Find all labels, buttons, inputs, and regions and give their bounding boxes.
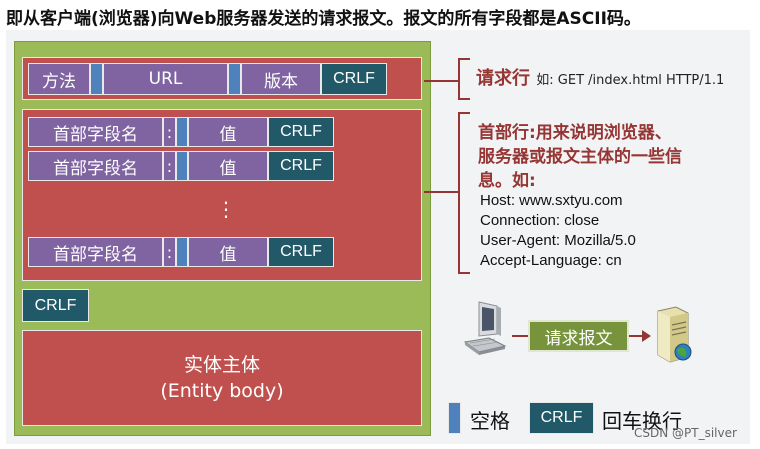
header-field-value: 值 <box>188 151 268 181</box>
request-line-label-text: 请求行 <box>476 68 530 89</box>
header-lines-label-2: 服务器或报文主体的一些信 <box>478 147 682 167</box>
space-marker <box>176 237 188 267</box>
version-field: 版本 <box>241 63 321 95</box>
header-colon: : <box>163 151 176 181</box>
header-field-name: 首部字段名 <box>28 117 163 147</box>
request-line-label: 请求行 如: GET /index.html HTTP/1.1 <box>476 64 724 90</box>
space-marker <box>176 151 188 181</box>
web-server-icon <box>650 305 696 365</box>
entity-body-section: 实体主体 (Entity body) <box>22 330 422 426</box>
header-line-crlf: CRLF <box>268 151 334 181</box>
csdn-watermark: CSDN @PT_silver <box>634 426 737 440</box>
entity-body-title: 实体主体 <box>183 354 260 376</box>
request-line-bracket <box>458 58 470 100</box>
space-marker <box>228 63 241 95</box>
page-title: 即从客户端(浏览器)向Web服务器发送的请求报文。报文的所有字段都是ASCII码… <box>6 9 641 29</box>
entity-body-subtitle: (Entity body) <box>160 380 284 402</box>
header-example-host: Host: www.sxtyu.com <box>480 192 623 209</box>
header-lines-label-1: 首部行:用来说明浏览器、 <box>478 123 672 143</box>
url-field: URL <box>103 63 228 95</box>
header-colon: : <box>163 117 176 147</box>
header-example-connection: Connection: close <box>480 212 600 229</box>
header-field-value: 值 <box>188 237 268 267</box>
blank-line-crlf: CRLF <box>22 289 89 322</box>
header-colon: : <box>163 237 176 267</box>
request-line-crlf: CRLF <box>321 63 387 95</box>
flow-line-left <box>512 335 528 337</box>
header-lines-connector <box>424 191 458 193</box>
ellipsis-dots: ⋮ <box>216 197 236 221</box>
request-line-connector <box>424 80 458 82</box>
header-example-accept-language: Accept-Language: cn <box>480 252 622 269</box>
header-lines-bracket <box>458 112 470 274</box>
header-line-crlf: CRLF <box>268 237 334 267</box>
request-message-badge: 请求报文 <box>528 320 629 352</box>
legend-space-swatch <box>448 402 461 434</box>
header-lines-label-3: 息。如: <box>478 171 536 191</box>
flow-line-right <box>629 335 643 337</box>
client-computer-icon <box>455 300 515 362</box>
header-field-name: 首部字段名 <box>28 237 163 267</box>
space-marker <box>176 117 188 147</box>
request-line-example: 如: GET /index.html HTTP/1.1 <box>536 73 725 88</box>
header-example-user-agent: User-Agent: Mozilla/5.0 <box>480 232 636 249</box>
legend-crlf-box: CRLF <box>529 402 594 434</box>
flow-arrow-head <box>642 330 651 342</box>
space-marker <box>90 63 103 95</box>
legend-crlf-label: 回车换行 <box>602 409 682 433</box>
header-field-value: 值 <box>188 117 268 147</box>
method-field: 方法 <box>28 63 90 95</box>
header-line-crlf: CRLF <box>268 117 334 147</box>
legend-space-label: 空格 <box>470 409 510 433</box>
header-field-name: 首部字段名 <box>28 151 163 181</box>
